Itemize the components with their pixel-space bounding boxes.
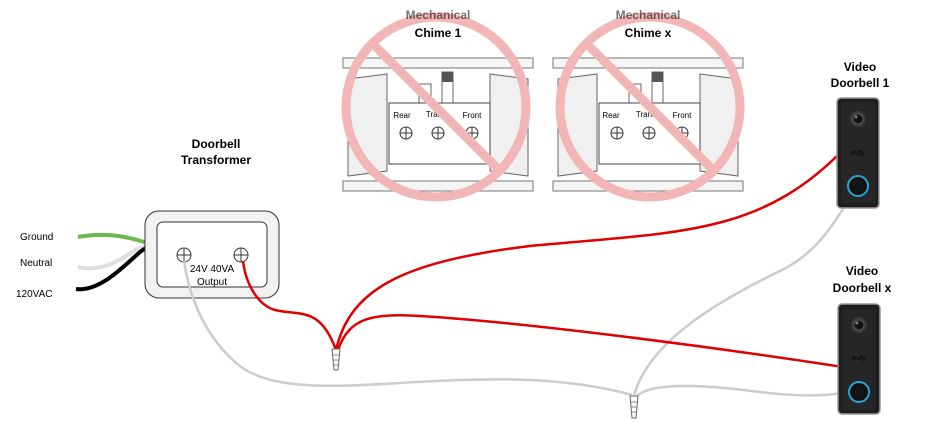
transformer-terminal-left [176,247,192,263]
video-doorbell-x: eufy [837,303,881,415]
mains-wires [75,232,151,292]
gray-wire-nut-to-doorbell1 [632,194,854,396]
neutral-wire [77,244,151,271]
chime1-title-line2: Chime 1 [415,26,462,40]
gray-wire-transformer-to-nut [182,260,633,397]
chimex-front-label: Front [673,111,692,120]
chime1-rear-label: Rear [393,111,411,120]
ring-button-icon [847,175,869,197]
prohibited-icon [341,12,531,202]
chimex-title-line1: Mechanical [616,8,681,22]
gray-wire-nut-to-doorbellx [635,384,847,398]
camera-lens-icon [850,111,866,127]
wire-nut-gray [629,395,639,419]
chime1-trans-label: Trans [426,110,446,119]
chime1-terminal-trans [431,126,445,140]
transformer-terminal-right [233,247,249,263]
chimex-terminal-trans [642,126,656,140]
neutral-label: Neutral [20,258,52,269]
doorbellx-title-line1: Video [846,264,878,278]
ground-label: Ground [20,232,53,243]
prohibited-icon [555,12,745,202]
doorbell1-brand: eufy [851,150,865,157]
ring-button-icon [848,381,870,403]
chime1-title-line1: Mechanical [406,8,471,22]
chime1-terminal-rear [399,126,413,140]
chime1-front-label: Front [463,111,482,120]
doorbell1-title-line1: Video [844,60,876,74]
transformer-rating: 24V 40VA [190,264,235,275]
gray-wires [182,194,854,398]
red-wire-transformer-to-nut [241,260,338,351]
chimex-trans-label: Trans [636,110,656,119]
doorbellx-title-line2: Doorbell x [833,281,892,295]
transformer-title-line2: Transformer [181,153,251,167]
wire-nut-red [331,348,341,371]
chimex-rear-label: Rear [602,111,620,120]
doorbellx-brand: eufy [852,355,866,362]
camera-lens-icon [851,317,867,333]
hot-label: 120VAC [16,289,53,300]
red-wire-nut-to-doorbell1 [334,149,844,351]
ground-wire [77,232,151,246]
doorbell1-title-line2: Doorbell 1 [831,76,890,90]
red-wire-nut-to-doorbellx [336,313,844,369]
video-doorbell-1: eufy [836,97,880,209]
red-wires [241,149,844,369]
transformer-title-line1: Doorbell [192,137,241,151]
transformer-output-label: Output [197,277,227,288]
chimex-terminal-rear [610,126,624,140]
chimex-title-line2: Chime x [625,26,672,40]
